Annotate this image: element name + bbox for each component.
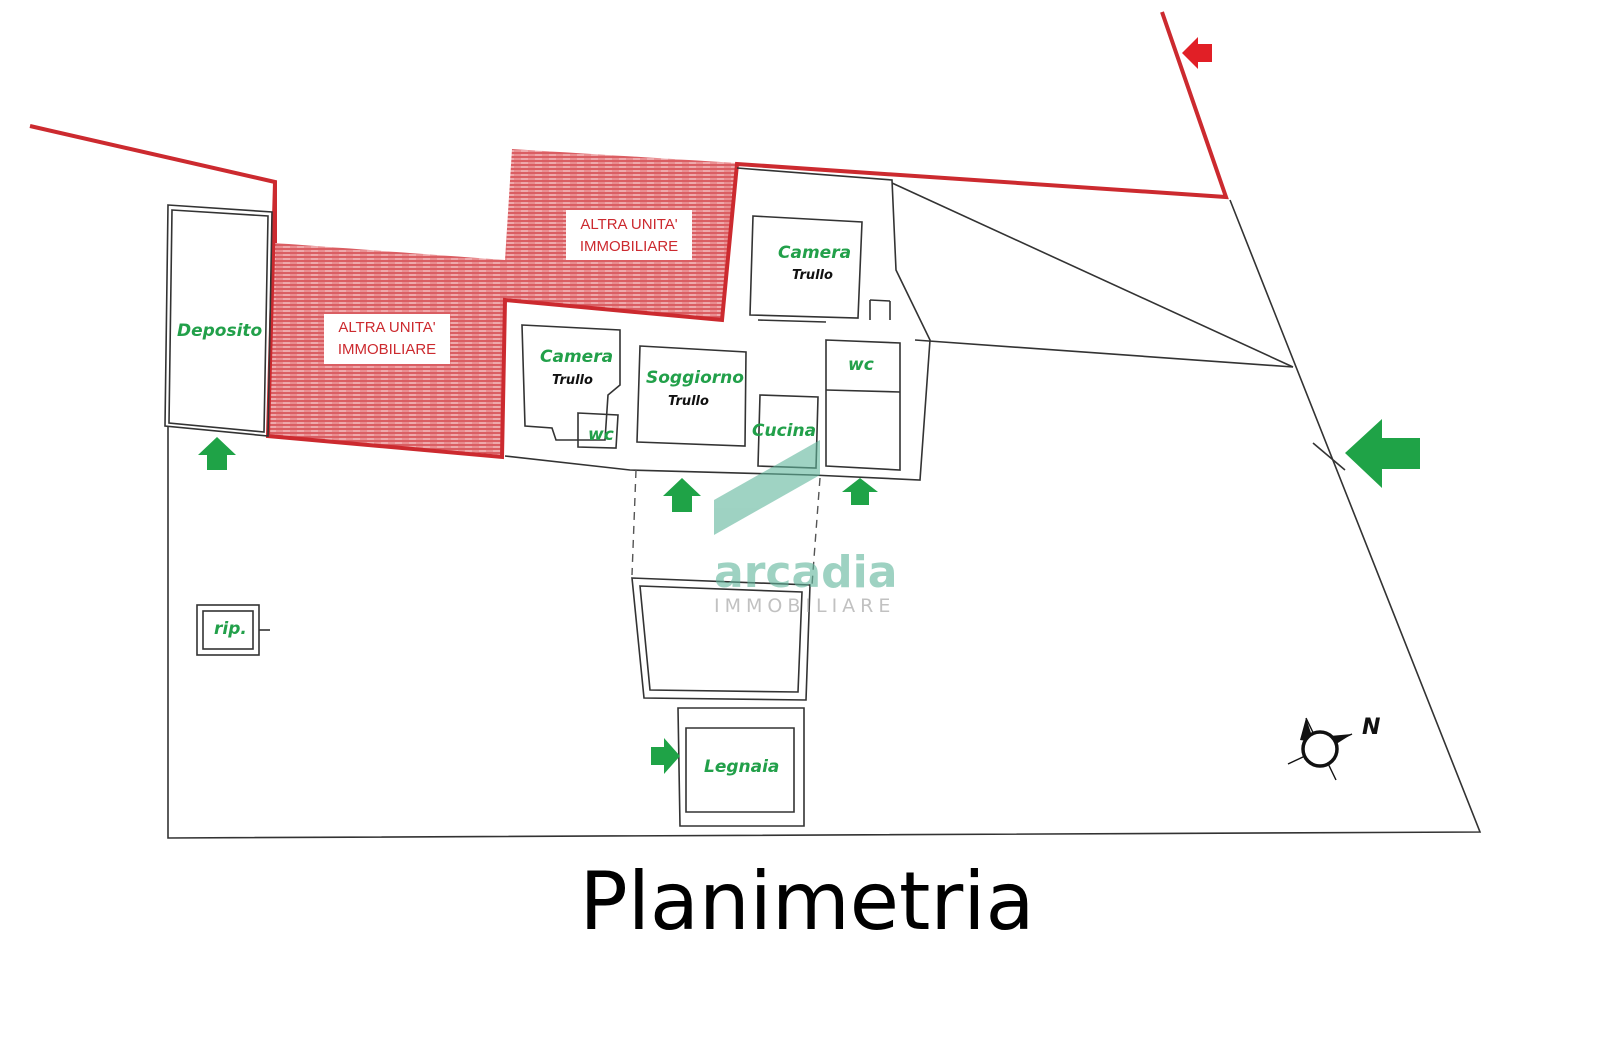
label-soggiorno-sub: Trullo xyxy=(668,394,709,409)
page-title: Planimetria xyxy=(579,855,1035,948)
entrance-arrow-left-icon xyxy=(1345,419,1420,488)
label-camera-left-sub: Trullo xyxy=(552,373,593,388)
porch-area xyxy=(631,469,821,586)
access-arrow xyxy=(1182,37,1212,69)
deposito-building xyxy=(164,204,273,437)
entrance-arrow-up-icon xyxy=(842,478,878,505)
entrance-arrow-up-icon xyxy=(198,437,236,470)
label-camera-top: Camera xyxy=(778,243,851,263)
label-ripostiglio: rip. xyxy=(214,619,247,639)
label-camera-left: Camera xyxy=(540,347,613,367)
other-unit-left-line1: ALTRA UNITA' xyxy=(338,319,435,336)
legnaia-building xyxy=(677,707,805,827)
watermark-logo-icon xyxy=(714,440,820,535)
label-cucina: Cucina xyxy=(752,421,816,441)
entrance-arrow-up-icon xyxy=(663,478,701,512)
boundary-line xyxy=(29,11,1229,460)
entrance-arrow-right-icon xyxy=(651,738,680,774)
ripostiglio-building xyxy=(196,604,270,656)
property-outline xyxy=(167,182,1482,839)
label-soggiorno: Soggiorno xyxy=(646,368,744,388)
watermark: arcadia IMMOBILIARE xyxy=(714,440,897,617)
compass-icon xyxy=(1301,730,1339,768)
watermark-sub: IMMOBILIARE xyxy=(714,595,895,617)
other-unit-labels: ALTRA UNITA' IMMOBILIARE ALTRA UNITA' IM… xyxy=(324,210,692,364)
other-unit-left-line2: IMMOBILIARE xyxy=(338,341,436,358)
other-unit-top-line2: IMMOBILIARE xyxy=(580,238,678,255)
access-arrow-left-icon xyxy=(1182,37,1212,69)
other-unit-top-line1: ALTRA UNITA' xyxy=(580,216,677,233)
room-labels: Deposito Camera Trullo Camera Trullo Sog… xyxy=(177,243,874,777)
compass-north-label: N xyxy=(1362,715,1380,740)
watermark-name: arcadia xyxy=(714,547,897,598)
label-deposito: Deposito xyxy=(177,321,263,341)
label-wc-right: wc xyxy=(848,355,874,375)
label-camera-top-sub: Trullo xyxy=(792,268,833,283)
label-legnaia: Legnaia xyxy=(704,757,779,777)
entrance-arrows xyxy=(198,419,1420,774)
lower-shed xyxy=(631,577,811,701)
label-wc-left: wc xyxy=(588,425,614,445)
compass-rose: N xyxy=(1287,715,1380,781)
